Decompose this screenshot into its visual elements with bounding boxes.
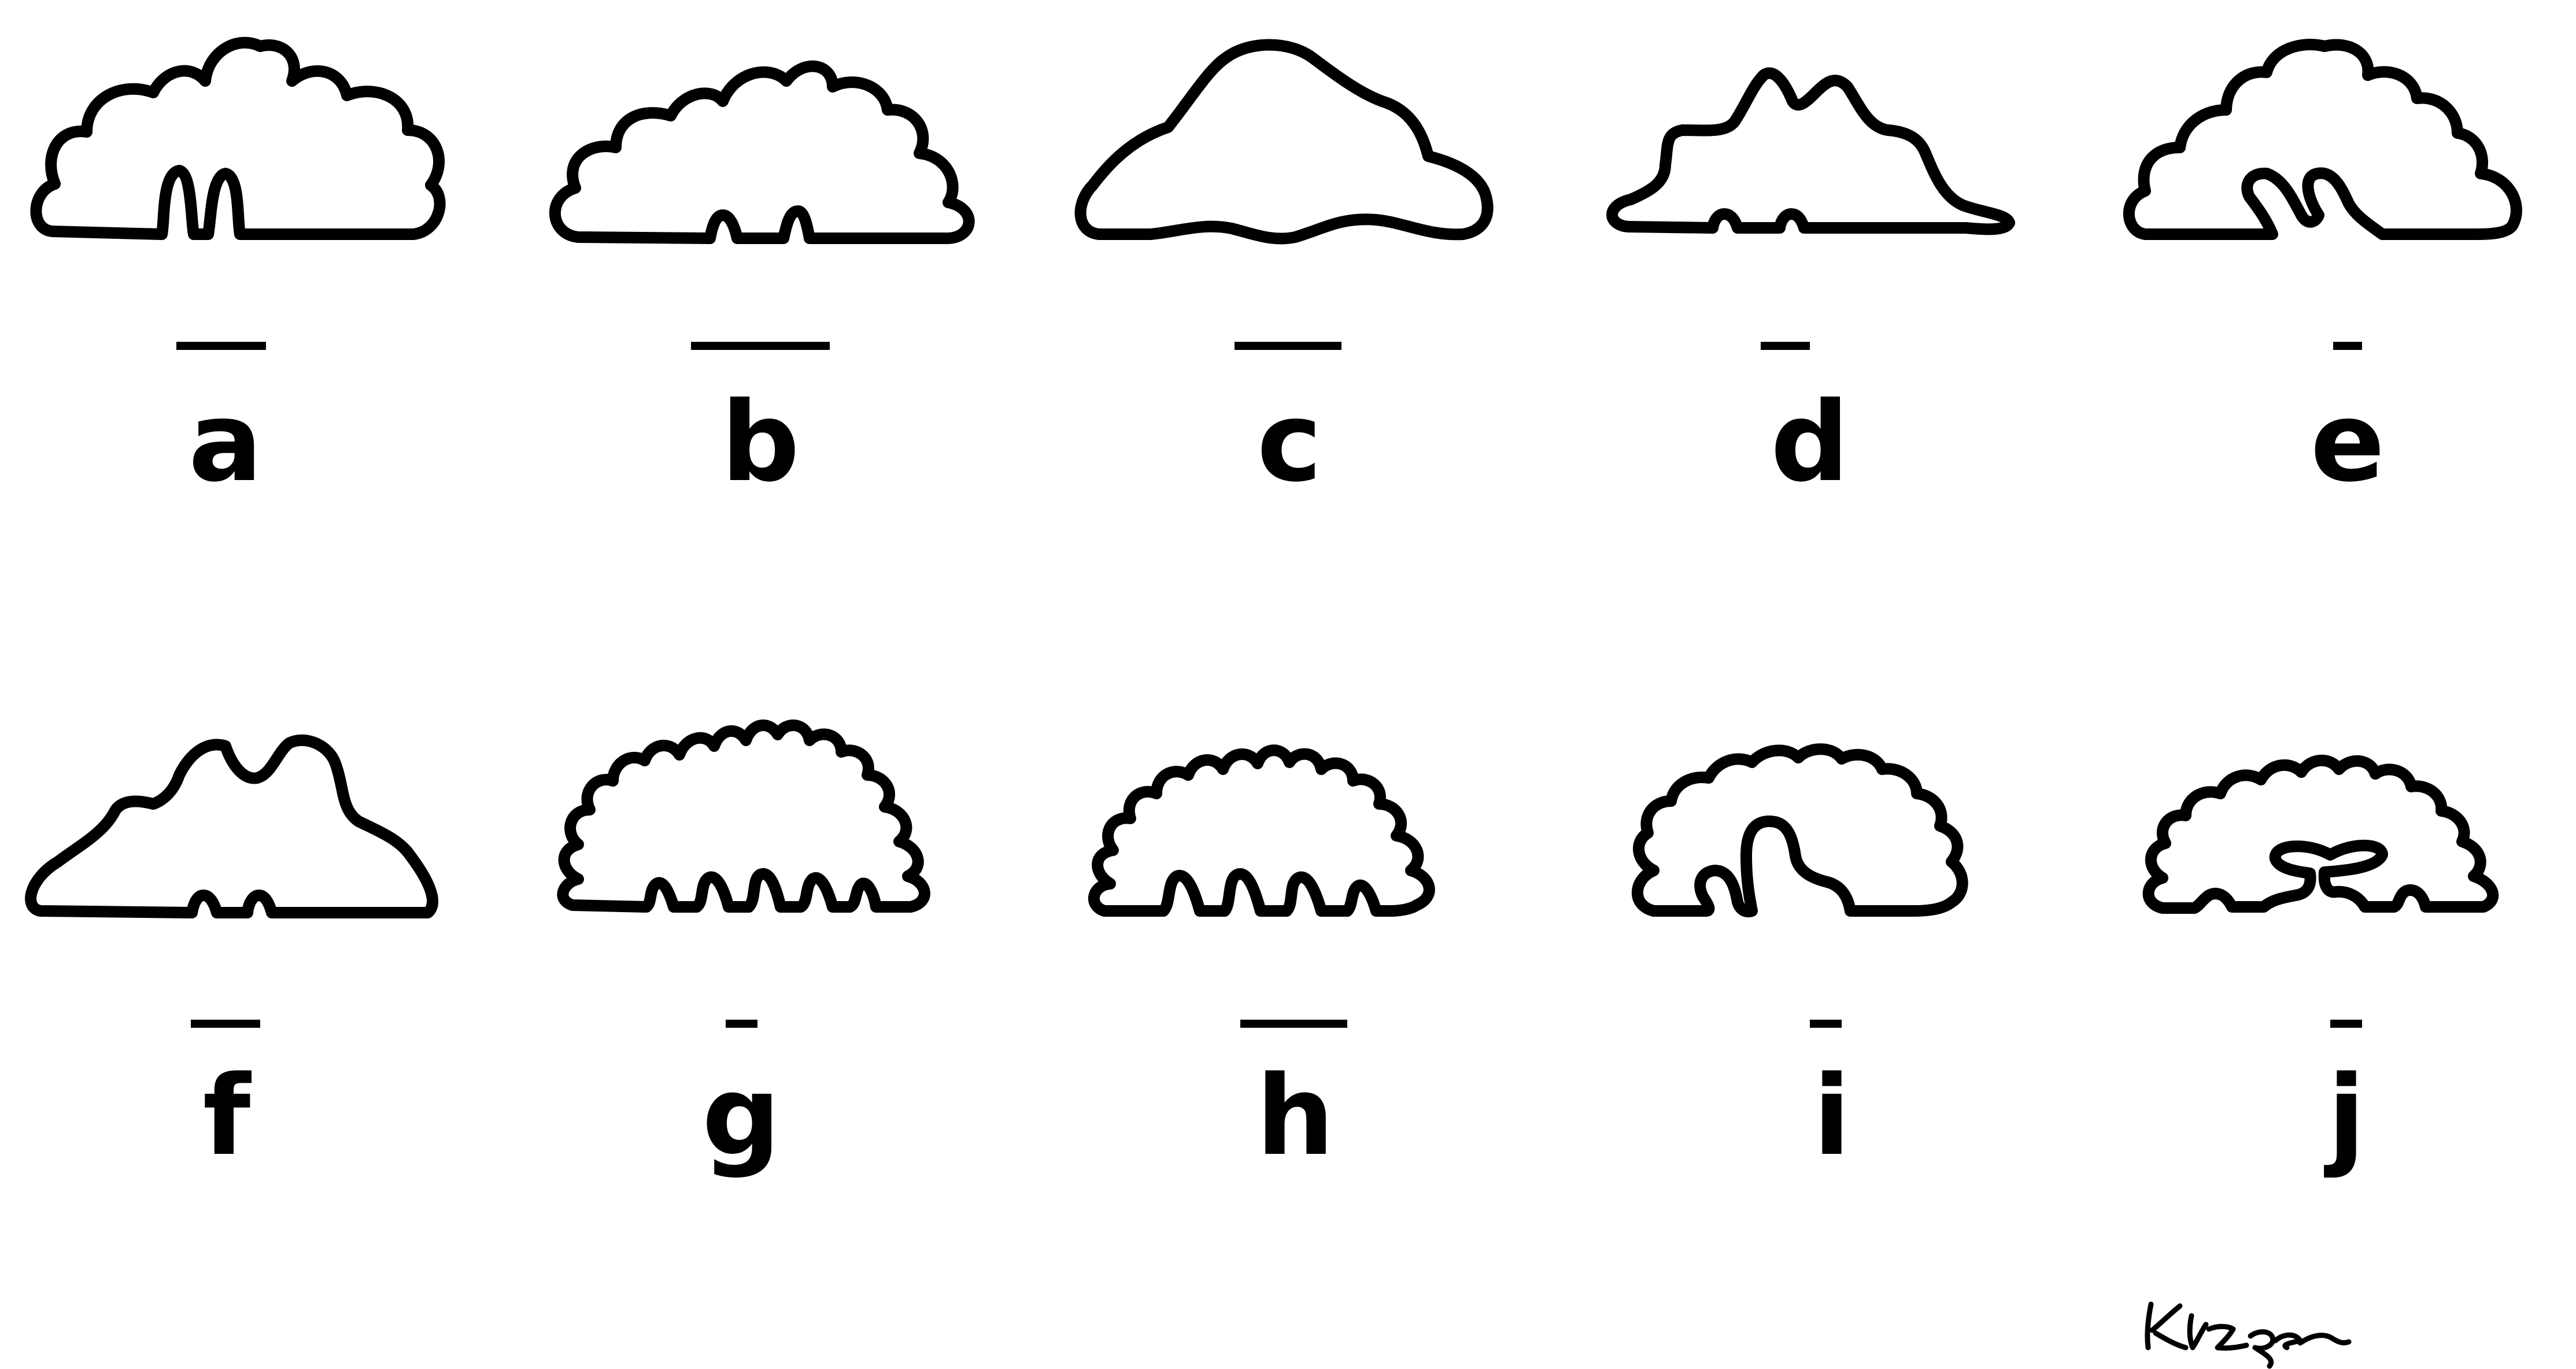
panel-j-scale-bar — [2330, 1020, 2362, 1028]
panel-i: i — [1638, 749, 1963, 1180]
signature — [2148, 1304, 2349, 1366]
panel-e-scale-bar — [2333, 342, 2362, 350]
signature-stroke — [2148, 1304, 2349, 1366]
panel-f-outline — [31, 740, 433, 913]
panel-e-letter: e — [2311, 378, 2385, 506]
panel-f-letter: f — [203, 1052, 252, 1180]
panel-h-letter: h — [1256, 1052, 1334, 1180]
panel-b-outline — [555, 67, 969, 238]
panel-g-letter: g — [702, 1052, 781, 1180]
panel-a: a — [36, 43, 439, 506]
panel-b: b — [555, 67, 969, 506]
panel-e: e — [2129, 45, 2516, 506]
panel-i-scale-bar — [1810, 1020, 1842, 1028]
panel-i-outline — [1638, 749, 1963, 912]
panel-d-scale-bar — [1761, 342, 1810, 350]
panel-h-scale-bar — [1240, 1020, 1347, 1028]
panel-d-outline — [1612, 73, 2009, 229]
panel-g: g — [563, 725, 925, 1180]
panel-f-scale-bar — [191, 1020, 260, 1028]
panel-c: c — [1081, 45, 1488, 507]
panel-b-letter: b — [721, 378, 800, 506]
panel-b-scale-bar — [691, 342, 830, 350]
panel-c-outline — [1081, 45, 1488, 239]
panel-g-scale-bar — [726, 1020, 757, 1028]
panel-i-letter: i — [1813, 1052, 1850, 1180]
panel-j-letter: j — [2323, 1052, 2365, 1180]
panel-h: h — [1094, 750, 1429, 1180]
panel-h-outline — [1094, 750, 1429, 911]
panel-j-outline — [2149, 761, 2493, 908]
panel-a-scale-bar — [176, 342, 266, 350]
panel-d-letter: d — [1771, 378, 1849, 506]
panel-a-letter: a — [189, 378, 263, 506]
panel-c-scale-bar — [1235, 342, 1341, 350]
panel-j: j — [2149, 761, 2493, 1180]
panel-f: f — [31, 740, 433, 1180]
panel-g-outline — [563, 725, 925, 907]
panel-e-outline — [2129, 45, 2516, 234]
panel-c-letter: c — [1257, 378, 1322, 506]
panel-d: d — [1612, 73, 2009, 506]
panel-a-outline — [36, 43, 439, 234]
